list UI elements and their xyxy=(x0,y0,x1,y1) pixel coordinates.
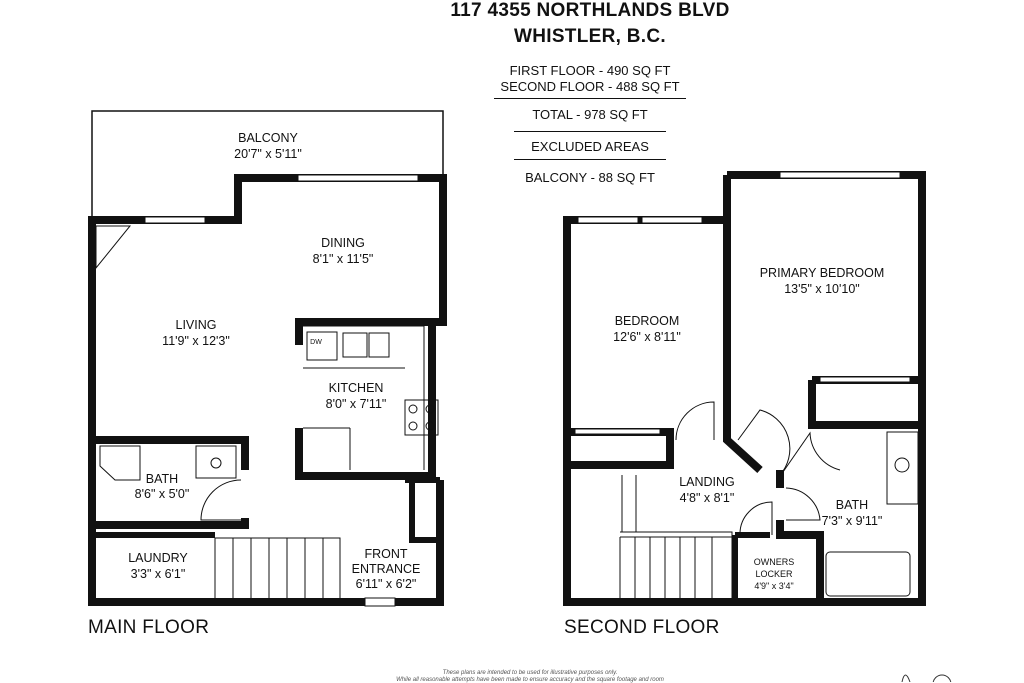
kitchen-counter xyxy=(303,325,425,470)
room-name-living: LIVING xyxy=(176,318,217,332)
room-name-front-entrance-1: FRONT xyxy=(364,547,407,561)
bath-wall xyxy=(92,436,249,529)
vanity xyxy=(886,431,919,505)
closet-wall xyxy=(405,477,440,543)
stairs xyxy=(619,475,733,602)
window xyxy=(779,171,901,179)
disclaimer-line-2: While all reasonable attempts have been … xyxy=(396,677,664,683)
window xyxy=(641,216,703,224)
room-size-bath: 8'6" x 5'0" xyxy=(135,487,190,501)
room-size-laundry: 3'3" x 6'1" xyxy=(131,567,186,581)
window xyxy=(144,216,206,224)
room-size-kitchen: 8'0" x 7'11" xyxy=(326,397,387,411)
door-swing xyxy=(200,479,242,521)
room-name-balcony: BALCONY xyxy=(238,131,298,145)
window xyxy=(577,216,639,224)
room-name-bath: BATH xyxy=(146,472,178,486)
balcony-area: BALCONY - 88 SQ FT xyxy=(525,170,655,185)
room-size-owners-locker: 4'9" x 3'4" xyxy=(754,581,793,591)
stove xyxy=(404,399,439,436)
door-swing xyxy=(739,501,773,536)
room-name-laundry: LAUNDRY xyxy=(128,551,188,565)
room-size-living: 11'9" x 12'3" xyxy=(162,334,230,348)
closet-wall xyxy=(567,428,674,469)
main-floor-plan xyxy=(88,110,447,607)
door-swing xyxy=(785,487,821,521)
balcony-outline xyxy=(91,110,444,220)
room-size-balcony: 20'7" x 5'11" xyxy=(234,147,302,161)
bath-wall xyxy=(776,470,824,602)
excluded-areas-heading: EXCLUDED AREAS xyxy=(531,139,649,154)
room-size-dining: 8'1" x 11'5" xyxy=(313,252,374,266)
closet-door xyxy=(574,428,661,435)
address-line-2: WHISTLER, B.C. xyxy=(514,26,666,47)
second-floor-label: SECOND FLOOR xyxy=(564,617,720,638)
room-name-owners-locker-1: OWNERS xyxy=(754,557,795,567)
door-swing xyxy=(737,409,791,476)
dishwasher xyxy=(306,331,338,361)
door-swing xyxy=(675,401,715,441)
shower xyxy=(99,445,141,481)
dishwasher-label: DW xyxy=(310,339,322,346)
room-name-landing: LANDING xyxy=(679,475,735,489)
closet-door xyxy=(819,376,911,383)
room-size-landing: 4'8" x 8'1" xyxy=(680,491,735,505)
sink xyxy=(195,445,237,479)
first-floor-area: FIRST FLOOR - 490 SQ FT xyxy=(509,63,671,78)
room-name-bedroom: BEDROOM xyxy=(615,314,680,328)
room-name-front-entrance-2: ENTRANCE xyxy=(352,562,421,576)
main-floor-label: MAIN FLOOR xyxy=(88,617,210,638)
window xyxy=(297,174,419,182)
sink xyxy=(342,332,368,358)
room-size-front-entrance: 6'11" x 6'2" xyxy=(356,577,417,591)
room-name-primary-bedroom: PRIMARY BEDROOM xyxy=(760,266,885,280)
room-name-dining: DINING xyxy=(321,236,365,250)
sink xyxy=(894,457,910,473)
divider xyxy=(514,131,666,132)
room-size-bedroom: 12'6" x 8'11" xyxy=(613,330,681,344)
second-floor-plan xyxy=(563,171,926,606)
disclaimer-line-1: These plans are intended to be used for … xyxy=(442,670,618,676)
total-area: TOTAL - 978 SQ FT xyxy=(532,107,648,122)
kitchen-wall xyxy=(295,318,440,480)
room-size-bath-2: 7'3" x 9'11" xyxy=(822,514,883,528)
room-name-bath-2: BATH xyxy=(836,498,868,512)
closet-wall xyxy=(808,376,922,429)
locker-wall xyxy=(732,532,770,602)
sink xyxy=(368,332,390,358)
stairs xyxy=(214,537,341,602)
room-name-owners-locker-2: LOCKER xyxy=(755,569,793,579)
address-line-1: 117 4355 NORTHLANDS BLVD xyxy=(450,0,730,21)
door-swing xyxy=(782,431,841,473)
divider xyxy=(494,98,686,99)
fireplace xyxy=(95,225,132,270)
divider xyxy=(514,159,666,160)
second-floor-area: SECOND FLOOR - 488 SQ FT xyxy=(500,79,680,94)
room-size-primary-bedroom: 13'5" x 10'10" xyxy=(784,282,860,296)
bathtub xyxy=(825,551,911,597)
room-name-kitchen: KITCHEN xyxy=(329,381,384,395)
